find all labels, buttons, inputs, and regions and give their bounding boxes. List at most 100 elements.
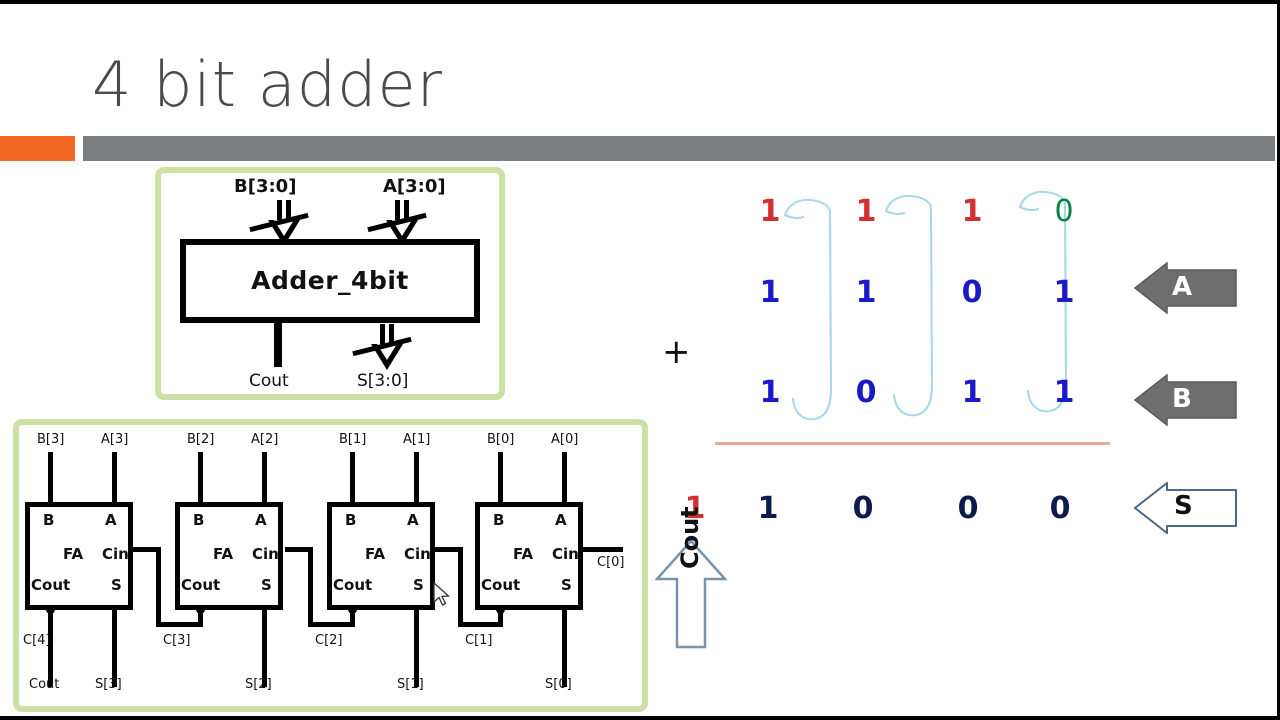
accent-bar-orange [0,136,75,161]
chain-s1-label: S[1] [397,677,424,692]
fa0-pin-cin: Cin [552,545,579,563]
chain-s2-wire [262,607,267,687]
fa1-pin-b: B [345,511,357,529]
block-input-a-label: A[3:0] [383,176,446,197]
chain-c1-wire-to-cin [435,547,461,552]
chain-a2-wire [262,452,267,504]
chain-c2-node [348,605,357,614]
chain-c1-wire-up [498,607,503,624]
operand-a-digit-1: 1 [855,275,877,310]
chain-c0-label: C[0] [597,555,625,570]
ripple-carry-chain: B[3] A[3] B A FA Cin Cout S C[4] Cout S[… [13,419,648,712]
chain-c1-label: C[1] [465,633,493,648]
full-adder-box-1 [327,502,435,610]
accent-bar-gray [83,136,1275,161]
mouse-cursor-icon [433,582,451,606]
fa0-pin-a: A [555,511,567,529]
addition-rule [715,442,1110,445]
chain-a0-wire [562,452,567,504]
fa3-pin-cout: Cout [31,576,71,594]
sum-digit-0: 1 [757,491,779,526]
block-output-cout-label: Cout [249,371,289,391]
full-adder-box-0 [475,502,583,610]
label-arrow-b-icon [1133,374,1238,426]
chain-b3-label: B[3] [37,432,65,447]
fa1-pin-a: A [407,511,419,529]
fa0-pin-s: S [561,576,572,594]
chain-s2-label: S[2] [245,677,272,692]
chain-c4-node [46,605,55,614]
chain-c2-wire-left [308,547,313,625]
chain-a1-label: A[1] [403,432,431,447]
chain-s3-label: S[3] [95,677,122,692]
operand-b-digit-2: 1 [961,375,983,410]
chain-s0-label: S[0] [545,677,572,692]
chain-a3-label: A[3] [101,432,129,447]
chain-c2-wire-h [308,622,355,627]
chain-c2-label: C[2] [315,633,343,648]
carry-digit-2: 1 [961,194,983,229]
label-arrow-s-text: S [1174,491,1193,521]
fa3-pin-b: B [43,511,55,529]
chain-c3-wire-h [156,622,203,627]
carry-digit-1: 1 [855,194,877,229]
chain-b1-wire [350,452,355,504]
sum-digit-2: 0 [957,491,979,526]
fa3-pin-cin: Cin [102,545,129,563]
operand-a-digit-3: 1 [1053,275,1075,310]
fa2-pin-b: B [193,511,205,529]
sum-carry-digit: 1 [684,491,706,526]
carry-arrows-icon [783,190,1068,421]
fa2-pin-cin: Cin [252,545,279,563]
label-arrow-cout-text: Cout [676,506,704,569]
chain-a0-label: A[0] [551,432,579,447]
chain-b1-label: B[1] [339,432,367,447]
chain-b3-wire [48,452,53,504]
sum-digit-1: 0 [852,491,874,526]
block-output-s-label: S[3:0] [357,371,409,391]
full-adder-box-2 [175,502,283,610]
chain-b0-label: B[0] [487,432,515,447]
label-arrow-cout-icon [655,539,727,649]
chain-c4-label: C[4] [23,633,51,648]
chain-c3-node [196,605,205,614]
chain-c1-node [496,605,505,614]
label-arrow-s-icon [1133,482,1238,534]
sum-digit-3: 0 [1049,491,1071,526]
fa1-pin-s: S [413,576,424,594]
block-cout-wire [274,320,282,367]
carry-digit-0: 1 [759,194,781,229]
chain-c2-wire-to-cin [285,547,311,552]
operand-b-digit-0: 1 [759,375,781,410]
fa2-pin-cout: Cout [181,576,221,594]
chain-c1-wire-h [458,622,503,627]
chain-c3-wire-left [156,547,161,625]
operand-a-digit-0: 1 [759,275,781,310]
chain-s1-wire [414,607,419,687]
operand-b-digit-3: 1 [1053,375,1075,410]
chain-b0-wire [498,452,503,504]
fa0-pin-cout: Cout [481,576,521,594]
adder-4bit-box [180,239,480,323]
operand-b-digit-1: 0 [855,375,877,410]
chain-c1-wire-left [458,547,463,625]
chain-c3-label: C[3] [163,633,191,648]
chain-c3-wire-to-cin [133,547,159,552]
fa0-name: FA [513,545,534,563]
chain-s3-wire [112,607,117,687]
adder-4bit-box-label: Adder_4bit [251,266,409,295]
chain-c3-wire-up [198,607,203,624]
chain-c0-wire [581,547,623,552]
plus-sign: + [662,332,691,372]
fa1-name: FA [365,545,386,563]
chain-c2-wire-up [350,607,355,624]
fa2-name: FA [213,545,234,563]
chain-b2-label: B[2] [187,432,215,447]
fa1-pin-cin: Cin [404,545,431,563]
chain-s0-wire [562,607,567,687]
label-arrow-a-text: A [1172,272,1193,302]
full-adder-box-3 [25,502,133,610]
chain-a1-wire [414,452,419,504]
operand-a-digit-2: 0 [961,275,983,310]
